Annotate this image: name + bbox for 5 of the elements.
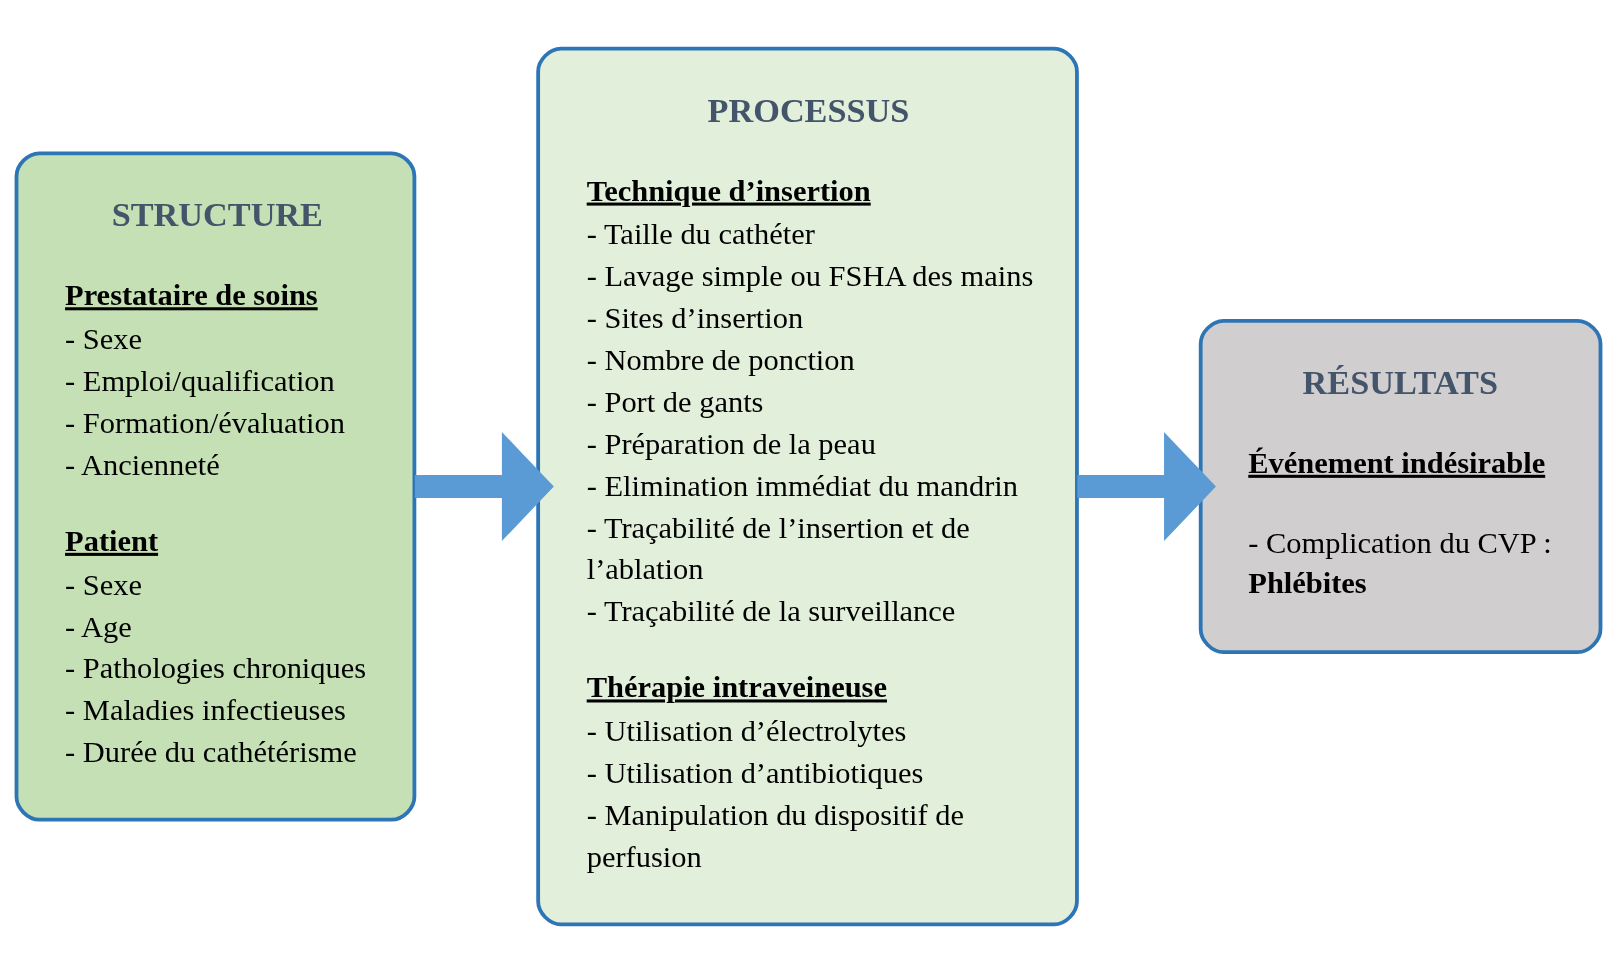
arrow [1077,431,1216,541]
node-box: PROCESSUS Technique d’insertion - Taille du cathéter - Lavage simple ou FSHA des mains - Sites d’insertion - Nombre de ponction - Port de gants - Préparation de la peau - Elimination immédiat du mandrin - Traçabilité de l’insertion et de l’ablation - Traçabilité de la surveillance Thérapie intraveineuse - Utilisation d’électrolytes - Utilisation d’antibiotiques - Manipulation du dispositif de perfusion [536,46,1079,926]
arrow [414,431,554,541]
node-box: RÉSULTATS Événement indésirable - Complication du CVP : Phlébites [1198,318,1603,654]
node-box: STRUCTURE Prestataire de soins - Sexe - Emploi/qualification - Formation/évaluation - Ancienneté Patient - Sexe - Age - Pathologies chroniques - Maladies infectieuses - Durée du cathétérisme [14,150,417,822]
